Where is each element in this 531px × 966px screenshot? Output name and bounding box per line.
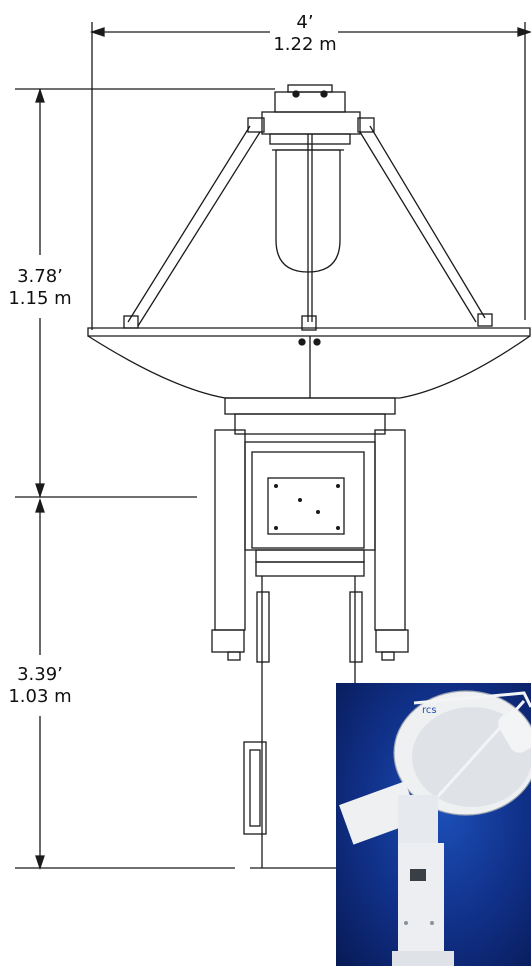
width-label: 4’ 1.22 m [272, 12, 338, 56]
antenna-photo: rcs [336, 683, 531, 966]
photo-antenna-illustration [339, 690, 531, 966]
reflector-dish [87, 327, 531, 415]
feed-assembly [247, 84, 375, 273]
upper-height-m: 1.15 m [8, 288, 72, 309]
width-ft: 4’ [296, 12, 314, 33]
support-struts [123, 125, 493, 331]
lower-height-dimension-line [15, 497, 235, 871]
lower-height-label: 3.39’ 1.03 m [0, 664, 80, 708]
photo-logo: rcs [422, 705, 437, 716]
upper-height-ft: 3.78’ [17, 266, 63, 287]
width-dimension-line [89, 22, 531, 330]
panel-bolts [274, 484, 340, 530]
upper-height-label: 3.78’ 1.15 m [0, 266, 80, 310]
width-m: 1.22 m [273, 34, 337, 55]
pedestal-mount [211, 413, 409, 869]
upper-height-dimension-line [15, 87, 275, 499]
lower-height-m: 1.03 m [8, 686, 72, 707]
lower-height-ft: 3.39’ [17, 664, 63, 685]
